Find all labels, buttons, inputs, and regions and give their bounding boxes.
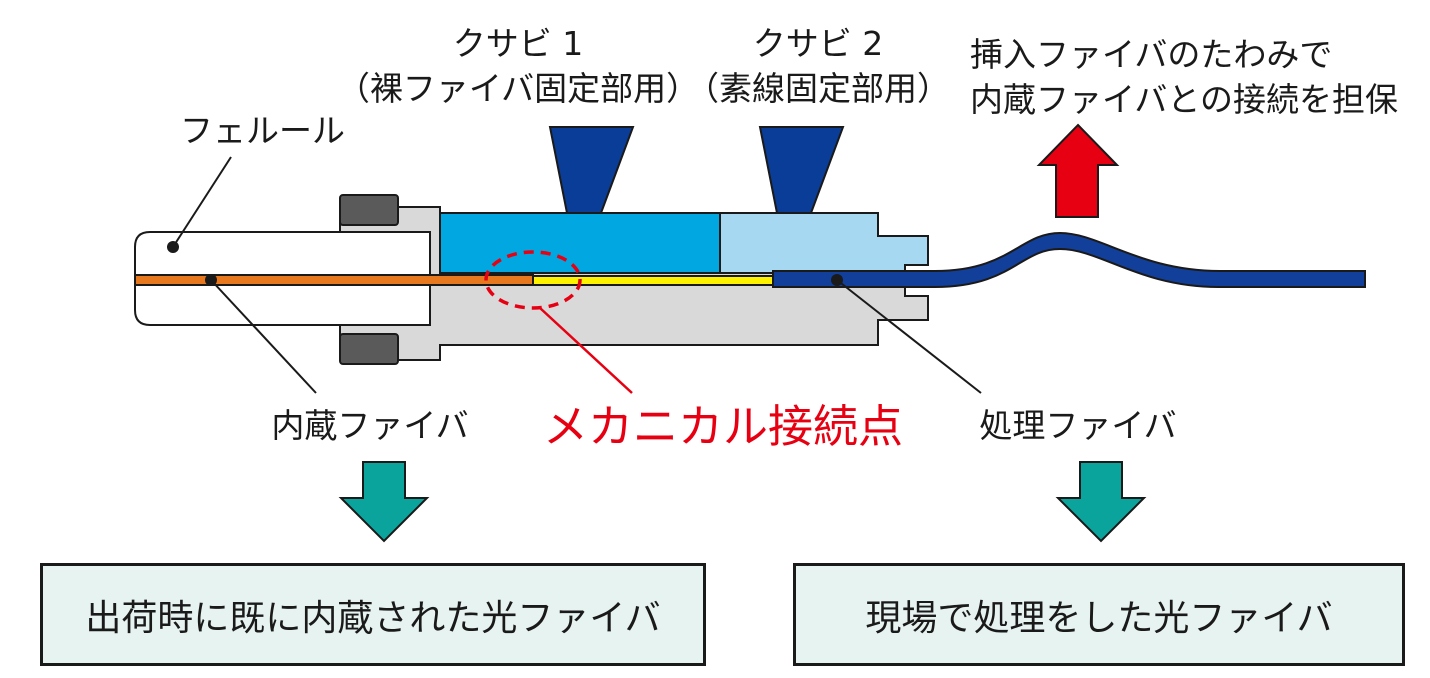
builtin-fiber-label: 内蔵ファイバ — [271, 406, 468, 445]
builtin-fiber-leader — [210, 279, 317, 394]
flange-block-top — [339, 194, 399, 226]
wedge2-holder — [719, 212, 929, 274]
wedge-2 — [758, 126, 845, 214]
note-line-2: 内蔵ファイバとの接続を担保 — [970, 80, 1398, 119]
splice-leader — [539, 307, 633, 394]
ferrule-leader — [172, 156, 232, 248]
note-line-1: 挿入ファイバのたわみで — [970, 35, 1332, 74]
wedge1-title: クサビ 1 — [453, 24, 584, 63]
wedge1-holder — [439, 212, 721, 274]
builtin-fiber-description: 出荷時に既に内蔵された光ファイバ — [85, 597, 661, 639]
builtin-fiber-dot — [205, 274, 217, 286]
up-arrow — [1036, 123, 1120, 218]
wedge-1 — [548, 126, 635, 214]
mechanical-splice-label: メカニカル接続点 — [543, 400, 903, 453]
field-fiber-label: 処理ファイバ — [979, 406, 1176, 445]
down-arrow-left — [338, 461, 430, 543]
splice-point-marker — [484, 250, 582, 310]
field-fiber — [772, 231, 1366, 288]
builtin-fiber-description-box: 出荷時に既に内蔵された光ファイバ — [40, 563, 706, 666]
wedge2-subtitle: （素線固定部用） — [686, 69, 950, 108]
builtin-fiber — [134, 274, 534, 286]
field-fiber-description-box: 現場で処理をした光ファイバ — [793, 563, 1405, 666]
flange-block-bottom — [339, 333, 399, 365]
ferrule-label: フェルール — [180, 111, 345, 150]
wedge1-subtitle: （裸ファイバ固定部用） — [337, 69, 699, 108]
field-fiber-dot — [831, 274, 843, 286]
field-fiber-leader — [836, 279, 982, 394]
wedge2-title: クサビ 2 — [753, 24, 884, 63]
ferrule-dot — [167, 241, 179, 253]
bare-fiber-segment — [532, 275, 779, 286]
field-fiber-description: 現場で処理をした光ファイバ — [865, 597, 1333, 639]
down-arrow-right — [1055, 461, 1147, 543]
